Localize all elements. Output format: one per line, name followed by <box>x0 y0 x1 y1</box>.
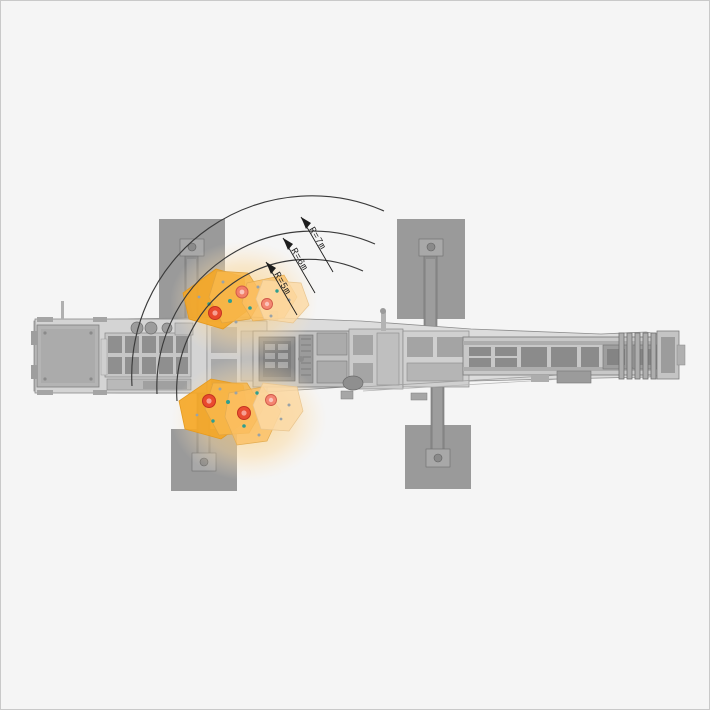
feed-beam-boom <box>342 330 686 392</box>
drill-coverage-zone-lower <box>178 378 304 446</box>
arc-r6 <box>156 230 376 395</box>
radius-label-r7: R=7m <box>306 225 328 252</box>
working-radius-arcs <box>131 195 385 402</box>
arc-r7 <box>131 195 385 387</box>
rear-engine-deck <box>31 301 208 395</box>
arc-r5 <box>176 258 364 402</box>
machine-chassis <box>31 301 686 402</box>
